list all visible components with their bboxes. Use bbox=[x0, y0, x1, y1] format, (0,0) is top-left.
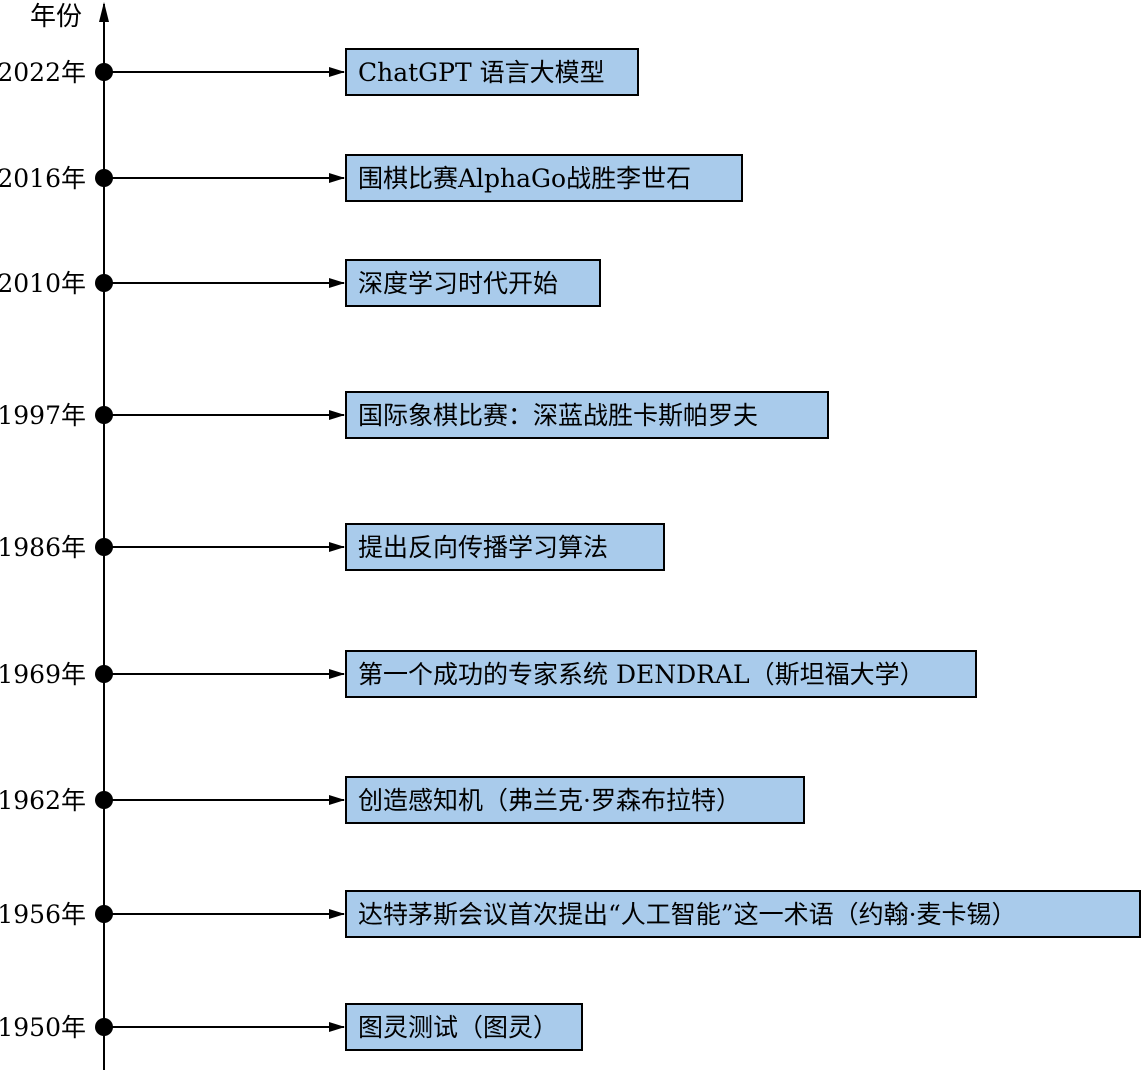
event-text: 图灵测试（图灵） bbox=[358, 1013, 558, 1042]
timeline-event: 2010年 深度学习时代开始 bbox=[0, 259, 601, 307]
event-dot bbox=[95, 274, 113, 292]
event-box bbox=[345, 776, 805, 824]
axis-label: 年份 bbox=[30, 2, 82, 32]
timeline-event: 1986年 提出反向传播学习算法 bbox=[0, 523, 665, 571]
event-dot bbox=[95, 905, 113, 923]
event-text: 围棋比赛AlphaGo战胜李世石 bbox=[358, 164, 691, 193]
event-dot bbox=[95, 665, 113, 683]
event-year: 2016年 bbox=[0, 164, 86, 193]
timeline-event: 1997年 国际象棋比赛：深蓝战胜卡斯帕罗夫 bbox=[0, 391, 829, 439]
event-text: 达特茅斯会议首次提出“人工智能”这一术语（约翰·麦卡锡） bbox=[358, 900, 1017, 929]
event-year: 1956年 bbox=[0, 900, 86, 929]
event-box bbox=[345, 1003, 583, 1051]
event-dot bbox=[95, 406, 113, 424]
event-text: 创造感知机（弗兰克·罗森布拉特） bbox=[358, 786, 741, 815]
event-year: 1986年 bbox=[0, 533, 86, 562]
timeline-event: 2016年 围棋比赛AlphaGo战胜李世石 bbox=[0, 154, 743, 202]
event-year: 2010年 bbox=[0, 269, 86, 298]
event-dot bbox=[95, 169, 113, 187]
event-box bbox=[345, 154, 743, 202]
event-box bbox=[345, 259, 601, 307]
timeline-event: 1962年 创造感知机（弗兰克·罗森布拉特） bbox=[0, 776, 805, 824]
timeline-event: 2022年 ChatGPT 语言大模型 bbox=[0, 48, 639, 96]
event-year: 1997年 bbox=[0, 401, 86, 430]
event-year: 1969年 bbox=[0, 660, 86, 689]
event-year: 1962年 bbox=[0, 786, 86, 815]
event-text: 第一个成功的专家系统 DENDRAL（斯坦福大学） bbox=[358, 660, 925, 689]
event-box bbox=[345, 48, 639, 96]
event-dot bbox=[95, 63, 113, 81]
event-year: 1950年 bbox=[0, 1013, 86, 1042]
timeline-event: 1950年 图灵测试（图灵） bbox=[0, 1003, 583, 1051]
axis-arrow-icon bbox=[99, 2, 109, 22]
timeline-event: 1969年 第一个成功的专家系统 DENDRAL（斯坦福大学） bbox=[0, 650, 977, 698]
event-year: 2022年 bbox=[0, 58, 86, 87]
event-text: ChatGPT 语言大模型 bbox=[358, 58, 605, 87]
event-box bbox=[345, 391, 829, 439]
timeline-event: 1956年 达特茅斯会议首次提出“人工智能”这一术语（约翰·麦卡锡） bbox=[0, 890, 1141, 938]
event-box bbox=[345, 650, 977, 698]
event-text: 提出反向传播学习算法 bbox=[358, 533, 608, 562]
event-text: 深度学习时代开始 bbox=[358, 269, 558, 298]
event-dot bbox=[95, 791, 113, 809]
event-dot bbox=[95, 538, 113, 556]
event-text: 国际象棋比赛：深蓝战胜卡斯帕罗夫 bbox=[358, 401, 758, 430]
event-box bbox=[345, 890, 1141, 938]
event-box bbox=[345, 523, 665, 571]
event-dot bbox=[95, 1018, 113, 1036]
